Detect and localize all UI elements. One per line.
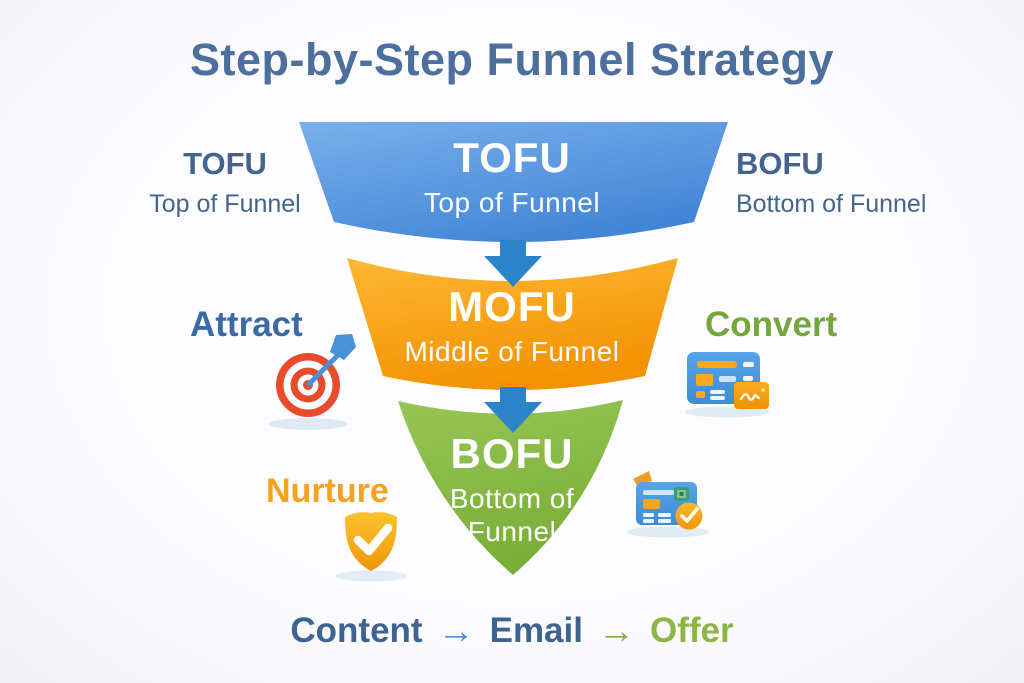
funnel-stage-bofu-shape <box>398 400 623 575</box>
credit-card-check-icon <box>627 471 709 538</box>
mofu-stage-label: MOFU Middle of Funnel <box>0 286 1024 368</box>
flow-step-content: Content <box>290 611 423 650</box>
tofu-stage-label: TOFU Top of Funnel <box>0 137 1024 219</box>
funnel-stage-tofu-shape <box>299 122 728 242</box>
flow-step-email: Email <box>489 611 583 650</box>
flow-sequence: Content → Email → Offer <box>0 610 1024 652</box>
arrow-down-mofu-bofu-icon <box>484 387 542 433</box>
attract-label: Attract <box>190 305 303 344</box>
funnel-stage-mofu-shape <box>347 258 678 390</box>
bofu-full-label-line1: Bottom of <box>449 483 575 514</box>
convert-label: Convert <box>705 305 838 344</box>
bofu-acronym: BOFU <box>450 430 574 477</box>
left-tofu-label: Top of Funnel <box>149 190 301 218</box>
tofu-full-label: Top of Funnel <box>423 187 601 218</box>
flow-step-offer: Offer <box>649 611 734 650</box>
browser-payment-icon <box>685 352 769 418</box>
mofu-acronym: MOFU <box>448 283 576 330</box>
tofu-acronym: TOFU <box>453 134 571 181</box>
target-dart-icon <box>268 334 356 430</box>
flow-arrow-green-icon: → <box>597 610 635 651</box>
bofu-full-label-line2: Funnel <box>467 516 557 548</box>
mofu-full-label: Middle of Funnel <box>404 336 620 367</box>
shield-check-icon <box>335 512 407 582</box>
left-annotation-tofu: TOFU Top of Funnel <box>110 148 340 217</box>
flow-arrow-blue-icon: → <box>437 610 475 651</box>
right-bofu-label: Bottom of Funnel <box>736 190 927 218</box>
bofu-stage-label: BOFU Bottom of Funnel <box>0 433 1024 548</box>
left-tofu-acronym: TOFU <box>183 146 267 181</box>
nurture-label: Nurture <box>266 472 389 510</box>
arrow-down-tofu-mofu-icon <box>484 240 542 287</box>
right-annotation-bofu: BOFU Bottom of Funnel <box>736 148 996 217</box>
page-title: Step-by-Step Funnel Strategy <box>189 34 835 85</box>
right-bofu-acronym: BOFU <box>736 146 824 181</box>
